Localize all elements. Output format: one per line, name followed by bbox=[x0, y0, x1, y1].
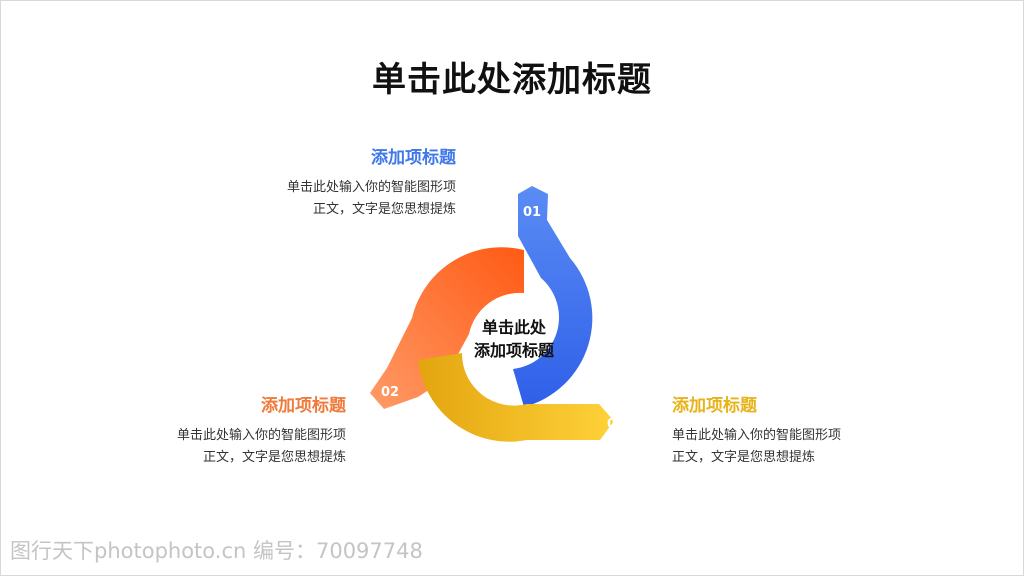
center-label-line1: 单击此处 bbox=[481, 318, 546, 337]
item-02-desc-line1: 单击此处输入你的智能图形项 bbox=[176, 428, 346, 443]
center-label-line2: 添加项标题 bbox=[473, 341, 554, 360]
page-title: 单击此处添加标题 bbox=[372, 60, 652, 100]
item-01-desc-line2: 正文，文字是您思想提炼 bbox=[312, 202, 456, 217]
center-label: 单击此处 添加项标题 bbox=[452, 316, 576, 362]
item-02-desc: 单击此处输入你的智能图形项 正文，文字是您思想提炼 bbox=[50, 425, 346, 469]
item-01: 添加项标题 单击此处输入你的智能图形项 正文，文字是您思想提炼 bbox=[160, 146, 456, 221]
item-02: 添加项标题 单击此处输入你的智能图形项 正文，文字是您思想提炼 bbox=[50, 394, 346, 469]
item-01-title: 添加项标题 bbox=[371, 148, 456, 168]
number-01: 01 bbox=[523, 205, 541, 220]
item-02-title: 添加项标题 bbox=[261, 396, 346, 416]
arm-03 bbox=[418, 353, 614, 442]
watermark: 图行天下photophoto.cn 编号：70097748 bbox=[10, 539, 423, 563]
item-03-desc-line1: 单击此处输入你的智能图形项 bbox=[672, 428, 842, 443]
number-03: 03 bbox=[607, 417, 625, 432]
item-03-desc: 单击此处输入你的智能图形项 正文，文字是您思想提炼 bbox=[672, 425, 968, 469]
number-02: 02 bbox=[381, 385, 399, 400]
arm-01 bbox=[513, 186, 593, 407]
item-03-desc-line2: 正文，文字是您思想提炼 bbox=[672, 450, 816, 465]
item-03: 添加项标题 单击此处输入你的智能图形项 正文，文字是您思想提炼 bbox=[672, 394, 968, 469]
item-01-desc-line1: 单击此处输入你的智能图形项 bbox=[286, 180, 456, 195]
arm-02 bbox=[370, 247, 524, 409]
item-01-desc: 单击此处输入你的智能图形项 正文，文字是您思想提炼 bbox=[160, 177, 456, 221]
item-02-desc-line2: 正文，文字是您思想提炼 bbox=[202, 450, 346, 465]
item-03-title: 添加项标题 bbox=[672, 396, 757, 416]
